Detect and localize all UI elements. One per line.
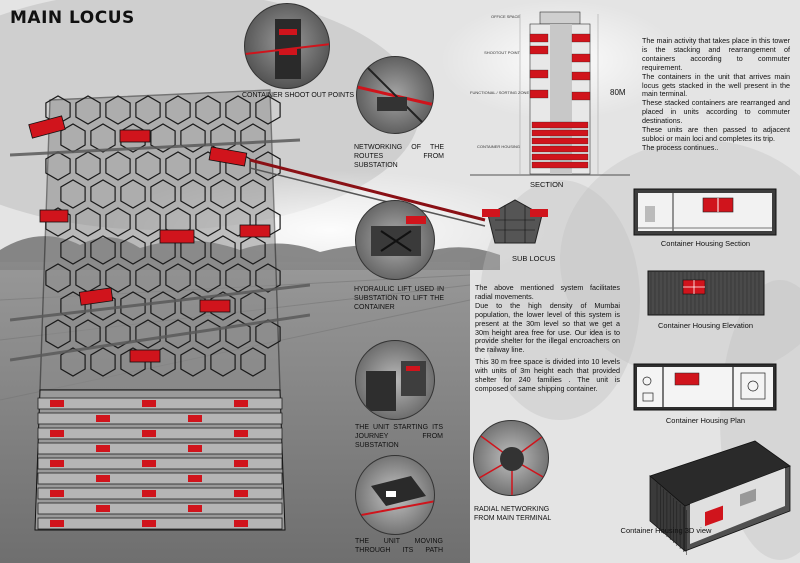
panel-label-elevation: Container Housing Elevation	[657, 321, 754, 330]
description-paragraph: The main activity that takes place in th…	[642, 36, 790, 72]
description-paragraph: These units are then passed to adjacent …	[642, 125, 790, 143]
caption-hydraulic-lift: HYDRAULIC LIFT USED IN SUBSTATION TO LIF…	[354, 286, 444, 311]
description-paragraph: These stacked containers are rearranged …	[642, 98, 790, 126]
description-main-activity: The main activity that takes place in th…	[642, 36, 790, 153]
sub-locus-model	[482, 199, 548, 244]
description-paragraph: The above mentioned system facilitates r…	[475, 283, 620, 301]
unit-starting-image	[355, 340, 435, 420]
caption-shoot-out-points: CONTAINER SHOOT OUT POINTS	[242, 92, 355, 99]
panel-label-3d-view: Container Housing 3D view	[620, 526, 712, 535]
description-paragraph: The containers in the unit that arrives …	[642, 71, 790, 99]
caption-radial-networking: RADIAL NETWORKING FROM MAIN TERMINAL	[474, 506, 552, 522]
container-housing-3d-drawing	[649, 440, 791, 555]
caption-sub-locus: SUB LOCUS	[512, 254, 556, 263]
panel-label-section: Container Housing Section	[660, 239, 751, 248]
description-paragraph: This 30 m free space is divided into 10 …	[475, 357, 620, 393]
section-label-office: OFFICE SPACE	[490, 14, 520, 19]
description-system: The above mentioned system facilitates r…	[475, 283, 620, 394]
section-title: SECTION	[530, 180, 564, 189]
radial-networking-image	[473, 420, 549, 496]
container-housing-elevation-drawing	[647, 270, 765, 316]
page-title: MAIN LOCUS	[10, 8, 135, 28]
container-housing-section-drawing	[633, 188, 777, 236]
networking-routes-image	[356, 56, 434, 134]
rail-connector	[250, 158, 486, 227]
section-height-label: 80M	[610, 88, 626, 97]
shoot-out-points-image	[244, 3, 330, 89]
unit-moving-image	[355, 455, 435, 535]
caption-unit-starting: THE UNIT STARTING ITS JOURNEY FROM SUBST…	[355, 424, 443, 449]
description-paragraph: The process continues..	[642, 142, 719, 152]
caption-unit-moving: THE UNIT MOVING THROUGH ITS PATH	[355, 538, 443, 554]
panel-label-plan: Container Housing Plan	[665, 416, 746, 425]
caption-networking: NETWORKING OF THE ROUTES FROM SUBSTATION	[354, 144, 444, 169]
container-housing-plan-drawing	[633, 363, 777, 411]
section-drawing	[470, 11, 630, 176]
section-label-shootout: SHOOTOUT POINT	[484, 50, 520, 55]
section-label-housing: CONTAINER HOUSING	[476, 144, 520, 149]
main-locus-tower	[10, 89, 310, 531]
section-label-functional: FUNCTIONAL / SORTING ZONE	[470, 90, 530, 95]
hydraulic-lift-image	[355, 200, 435, 280]
description-paragraph: Due to the high density of Mumbai popula…	[475, 300, 620, 355]
